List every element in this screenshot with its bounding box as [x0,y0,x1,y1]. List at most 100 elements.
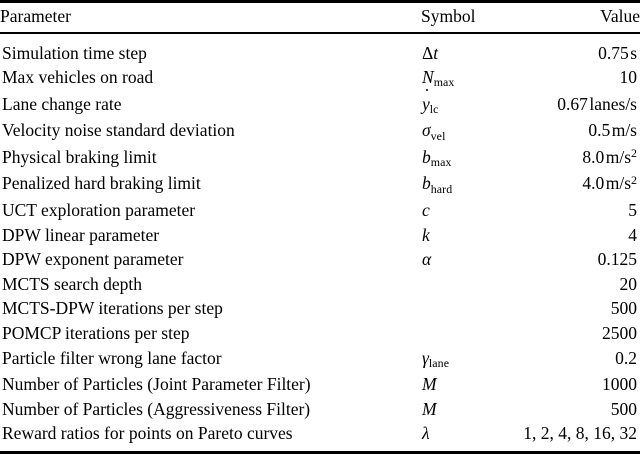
table-row: MCTS-DPW iterations per step 500 [0,296,640,321]
value-text: 1, 2, 4, 8, 16, 32 [523,423,637,444]
symbol-glyph: bmax [422,146,452,170]
cell-value: 0.67lanes/s [501,92,640,119]
cell-parameter: Velocity noise standard deviation [2,120,235,141]
table-row: Simulation time step Δt 0.75s [0,33,640,66]
cell-value: 2500 [501,321,640,346]
cell-symbol [421,321,501,346]
table-row: Number of Particles (Joint Parameter Fil… [0,372,640,397]
cell-parameter: Reward ratios for points on Pareto curve… [0,421,421,454]
cell-parameter: Penalized hard braking limit [2,173,201,194]
cell-parameter: MCTS search depth [2,273,142,294]
cell-value: 1, 2, 4, 8, 16, 32 [501,421,640,454]
column-header-parameter: Parameter [0,0,421,34]
table-header: Parameter Symbol Value [0,0,640,34]
cell-symbol: Δt [421,33,501,66]
value-text: 2500 [602,323,637,344]
symbol-glyph: bhard [422,173,453,196]
cell-parameter: Number of Particles (Aggressiveness Filt… [2,398,311,419]
cell-value: 20 [501,272,640,297]
cell-symbol: σvel [421,118,501,145]
value-text: 4.0m/s2 [582,172,637,194]
value-text: 10 [619,67,638,88]
cell-value: 0.2 [501,346,640,373]
column-header-symbol: Symbol [421,0,501,34]
table-row: Max vehicles on road Nmax 10 [0,65,640,92]
cell-symbol: bmax [421,145,501,172]
table-row: DPW exponent parameter α 0.125 [0,247,640,272]
cell-symbol [421,272,501,297]
cell-value: 0.5m/s [501,118,640,145]
cell-symbol: M [421,397,501,422]
table-row: Reward ratios for points on Pareto curve… [0,421,640,454]
cell-symbol: α [421,247,501,272]
cell-symbol: k [421,223,501,248]
cell-value: 4.0m/s2 [501,171,640,198]
table-row: DPW linear parameter k 4 [0,223,640,248]
cell-parameter: MCTS-DPW iterations per step [2,298,223,319]
cell-parameter: POMCP iterations per step [2,323,190,344]
value-text: 4 [628,224,637,245]
symbol-glyph: k [422,224,430,245]
cell-value: 5 [501,198,640,223]
cell-value: 0.75s [501,33,640,66]
value-text: 5 [628,200,637,221]
value-text: 8.0m/s2 [582,146,637,167]
cell-symbol: ylc [421,88,501,119]
table-row: POMCP iterations per step 2500 [0,321,640,346]
cell-parameter: Particle filter wrong lane factor [2,347,222,368]
value-text: 20 [619,273,638,294]
cell-symbol: bhard [421,171,501,198]
table-row: MCTS search depth 20 [0,272,640,297]
cell-parameter: Physical braking limit [2,146,157,167]
value-text: 0.5m/s [588,120,637,141]
table-row: Velocity noise standard deviation σvel 0.5… [0,118,640,145]
symbol-glyph: λ [422,423,430,444]
cell-parameter: DPW exponent parameter [2,249,184,270]
symbol-glyph: ylc [422,88,439,117]
cell-symbol [421,296,501,321]
cell-parameter: Max vehicles on road [2,67,154,88]
value-text: 500 [610,298,637,319]
cell-parameter: Lane change rate [2,93,122,114]
symbol-glyph: γlane [422,347,450,370]
value-text: 0.75s [598,42,637,63]
cell-parameter: DPW linear parameter [2,224,160,245]
cell-value: 500 [501,296,640,321]
table-row: Physical braking limit bmax 8.0m/s2 [0,145,640,172]
cell-parameter: Simulation time step [2,42,147,63]
cell-value: 500 [501,397,640,422]
cell-value: 0.125 [501,247,640,272]
symbol-glyph: Δt [422,42,439,63]
cell-symbol: γlane [421,346,501,373]
symbol-glyph: M [422,374,437,395]
cell-symbol: c [421,198,501,223]
value-text: 0.2 [615,347,637,368]
cell-value: 8.0m/s2 [501,145,640,172]
cell-value: 10 [501,65,640,92]
symbol-glyph: M [422,398,437,419]
table-row: Number of Particles (Aggressiveness Filt… [0,397,640,422]
value-text: 500 [610,398,637,419]
table-row: Lane change rate ylc 0.67lanes/s [0,88,640,119]
cell-symbol: λ [421,421,501,454]
cell-value: 1000 [501,372,640,397]
table-header-row: Parameter Symbol Value [0,0,640,34]
cell-parameter: Number of Particles (Joint Parameter Fil… [2,374,311,395]
symbol-glyph: σvel [422,120,446,143]
symbol-glyph: Nmax [422,67,455,90]
cell-value: 4 [501,223,640,248]
symbol-glyph: α [422,249,432,270]
symbol-glyph: c [422,200,430,221]
value-text: 0.125 [597,249,637,270]
cell-symbol: Nmax [421,65,501,92]
cell-symbol: M [421,372,501,397]
table-row: Particle filter wrong lane factor γlane 0.… [0,346,640,373]
table-row: Penalized hard braking limit bhard 4.0m/s2 [0,171,640,198]
value-text: 0.67lanes/s [557,93,637,114]
value-text: 1000 [602,374,637,395]
column-header-value: Value [501,0,640,34]
